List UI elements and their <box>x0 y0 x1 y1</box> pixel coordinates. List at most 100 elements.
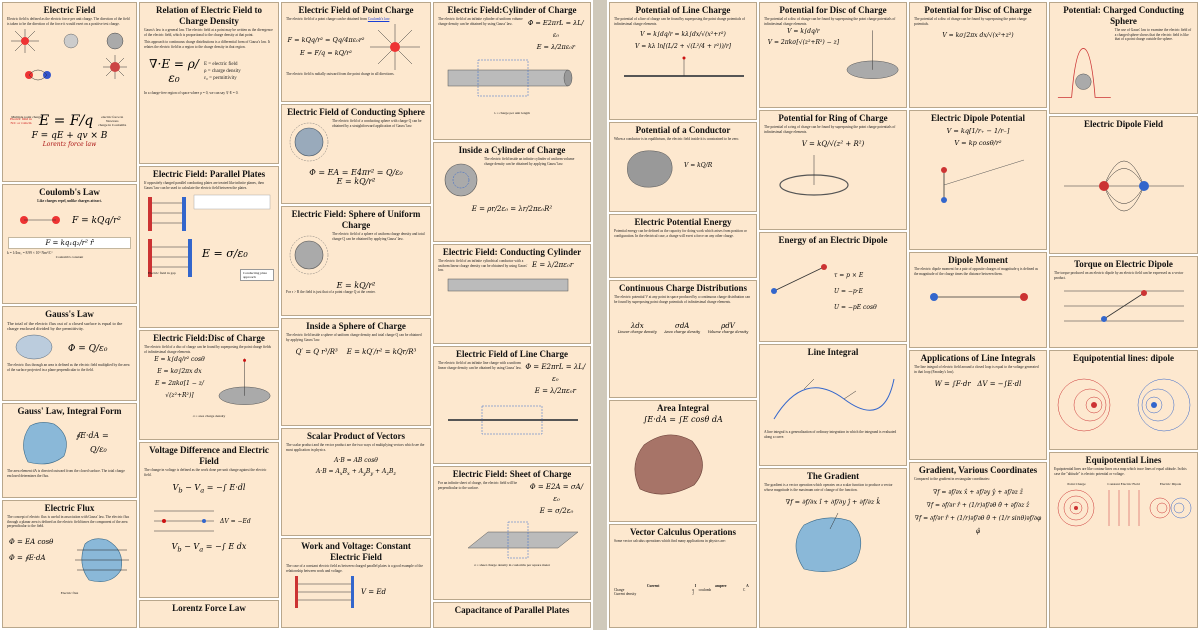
pot-line-eq: V = k∫dq/r = kλ∫dx/√(x²+r²)V = kλ ln[(L/… <box>634 31 732 51</box>
disc-zone-label: σ = area charge density <box>192 414 226 419</box>
panel-field-point[interactable]: Electric Field of Point Charge The elect… <box>281 2 431 102</box>
gauss-surface-diagram: Φ = Q/ε₀ <box>15 334 107 360</box>
panel-pot-line[interactable]: Potential of Line Charge The potential o… <box>609 2 757 120</box>
panel-pot-conductor[interactable]: Potential of a Conductor When a conducto… <box>609 122 757 212</box>
panel-gradient-coords[interactable]: Gradient, Various Coordinates Compared t… <box>909 462 1047 628</box>
sigma-eq: σdA <box>675 322 690 331</box>
flux-label: Electric flux <box>60 590 79 595</box>
pot-dipole-diagram <box>941 159 1025 203</box>
panel-field-conducting-cylinder[interactable]: Electric Field: Conducting Cylinder The … <box>433 244 591 344</box>
table-row: Charge q coulomb C <box>614 588 752 592</box>
panel-line-integral[interactable]: Line Integral A line integral is a gener… <box>759 344 907 466</box>
rho-label: Volume charge density <box>707 330 749 335</box>
lorentz-label: Lorentz force law <box>42 141 97 149</box>
table-cell: q <box>692 587 695 592</box>
panel-work-voltage[interactable]: Work and Voltage: Constant Electric Fiel… <box>281 538 431 628</box>
right-page[interactable]: Potential of Line Charge The potential o… <box>607 0 1200 630</box>
panel-title: Electric Field:Cylinder of Charge <box>447 5 577 15</box>
panel-title: Vector Calculus Operations <box>629 527 736 537</box>
line-integral-diagram <box>773 378 895 420</box>
svg-text:V = kQ/R: V = kQ/R <box>684 162 713 169</box>
conducting-sphere-diagram <box>289 122 329 162</box>
divergence-equation: ∇·E = ρ/ε₀ <box>149 57 199 86</box>
charge-field-diagram <box>11 29 127 81</box>
panel-gradient[interactable]: The Gradient The gradient is a vector op… <box>759 468 907 628</box>
panel-title: Coulomb's Law <box>39 187 100 197</box>
panel-apps-line-integrals[interactable]: Applications of Line Integrals The line … <box>909 350 1047 460</box>
panel-vector-calc[interactable]: Vector Calculus Operations Some vector c… <box>609 524 757 628</box>
panel-gauss-integral[interactable]: Gauss' Law, Integral Form ∮E·dA = Q/ε₀ T… <box>2 403 137 498</box>
panel-field-cylinder[interactable]: Electric Field:Cylinder of Charge The el… <box>433 2 591 140</box>
pot-line-diagram <box>624 56 744 78</box>
panel-title: Electric Field of Line Charge <box>456 349 568 359</box>
panel-title: Gradient, Various Coordinates <box>918 465 1038 475</box>
panel-pot-disc[interactable]: Potential for Disc of Charge The potenti… <box>759 2 907 108</box>
panel-field-line-charge[interactable]: Electric Field of Line Charge The electr… <box>433 346 591 464</box>
panel-coulombs-law[interactable]: Coulomb's Law Like charges repel, unlike… <box>2 184 137 304</box>
conducting-sphere-eq: Φ = EA = E4πr² = Q/ε₀ <box>309 168 403 177</box>
gradient-eq: ∇f = ∂f/∂x î + ∂f/∂y ĵ + ∂f/∂z k̂ <box>785 498 881 507</box>
panel-continuous[interactable]: Continuous Charge Distributions The elec… <box>609 280 757 398</box>
conducting-cylinder-eq: E = λ/2πε₀r <box>532 261 574 269</box>
panel-gauss-law[interactable]: Gauss's Law The total of the electric fl… <box>2 306 137 401</box>
dipole-moment-diagram <box>930 293 1028 302</box>
panel-lorentz[interactable]: Lorentz Force Law <box>139 600 279 628</box>
panel-title: Electric Dipole Field <box>1084 119 1163 129</box>
panel-title: Electric Field: Sheet of Charge <box>452 469 572 479</box>
voltage-integral: Vb − Va = −∫ E·dl <box>172 483 246 495</box>
panel-area-integral[interactable]: Area Integral ∫E·dA = ∫E cosθ dA <box>609 400 757 522</box>
left-page[interactable]: Electric Field Electric field is defined… <box>0 0 593 630</box>
panel-pot-conducting-sphere[interactable]: Potential: Charged Conducting Sphere The… <box>1049 2 1198 114</box>
panel-scalar-product[interactable]: Scalar Product of Vectors The scalar pro… <box>281 428 431 536</box>
uniform-sphere-diagram <box>289 235 329 275</box>
panel-dipole-moment[interactable]: Dipole Moment The electric dipole moment… <box>909 252 1047 348</box>
panel-energy-dipole[interactable]: Energy of an Electric Dipole τ = p × E U… <box>759 232 907 342</box>
gradient-diagram <box>795 513 862 573</box>
panel-pot-energy[interactable]: Electric Potential Energy Potential ener… <box>609 214 757 278</box>
panel-title: Potential: Charged Conducting Sphere <box>1063 5 1184 26</box>
torque-dipole-diagram <box>1064 290 1184 323</box>
table-cell <box>743 592 752 596</box>
pot-disc2-eq: V = kσ∫2πx dx/√(x²+z²) <box>942 32 1014 40</box>
pot-ring-eq: V = kQ/√(z² + R²) <box>801 140 865 149</box>
panel-title: Gauss's Law <box>45 309 94 319</box>
coulomb-subtitle: Like charges repel, unlike charges attra… <box>37 199 102 203</box>
svg-text:F = kQq/r²: F = kQq/r² <box>71 216 121 226</box>
panel-torque-dipole[interactable]: Torque on Electric Dipole The torque pro… <box>1049 256 1198 348</box>
panel-electric-flux[interactable]: Electric Flux The concept of electric fl… <box>2 500 137 628</box>
panel-pot-ring[interactable]: Potential for Ring of Charge The potenti… <box>759 110 907 230</box>
panel-field-parallel-plates[interactable]: Electric Field: Parallel Plates If oppos… <box>139 166 279 328</box>
panel-field-disc[interactable]: Electric Field:Disc of Charge The electr… <box>139 330 279 440</box>
panel-rel-field-charge-density[interactable]: Relation of Electric Field to Charge Den… <box>139 2 279 164</box>
gauss-text: The total of the electric flux out of a … <box>7 321 123 331</box>
panel-title: Potential of Line Charge <box>635 5 731 15</box>
panel-title: Electric Flux <box>44 503 95 513</box>
panel-capacitance-plates[interactable]: Capacitance of Parallel Plates <box>433 602 591 628</box>
panel-pot-disc2[interactable]: Potential for Disc of Charge The potenti… <box>909 2 1047 108</box>
panel-pot-dipole[interactable]: Electric Dipole Potential V = kq[1/r₊ − … <box>909 110 1047 250</box>
table-cell: coulomb <box>698 587 712 592</box>
svg-text:U = −p·E: U = −p·E <box>834 288 864 295</box>
coulomb-link[interactable]: Coulomb's law <box>367 17 390 21</box>
panel-equipotential-dipole[interactable]: Equipotential lines: dipole <box>1049 350 1198 450</box>
panel-field-uniform-sphere[interactable]: Electric Field: Sphere of Uniform Charge… <box>281 206 431 316</box>
panel-dipole-field[interactable]: Electric Dipole Field <box>1049 116 1198 254</box>
panel-field-conducting-sphere[interactable]: Electric Field of Conducting Sphere The … <box>281 104 431 204</box>
constant-field-label: Constant Electric Field <box>1107 482 1140 487</box>
panel-electric-field[interactable]: Electric Field Electric field is defined… <box>2 2 137 182</box>
disc-diagram <box>218 358 271 406</box>
panel-equipotential-lines[interactable]: Equipotential Lines Equipotential lines … <box>1049 452 1198 628</box>
panel-inside-cylinder[interactable]: Inside a Cylinder of Charge The electric… <box>433 142 591 242</box>
panel-field-sheet[interactable]: Electric Field: Sheet of Charge For an i… <box>433 466 591 600</box>
lorentz-equation: F = qE + qv × B <box>31 131 108 142</box>
table-cell: J <box>692 591 694 596</box>
rho-eq: ρdV <box>721 322 735 331</box>
panel-voltage-diff[interactable]: Voltage Difference and Electric Field Th… <box>139 442 279 598</box>
field-gap-label: Electric field in gap <box>148 271 176 275</box>
panel-inside-sphere[interactable]: Inside a Sphere of Charge The electric f… <box>281 318 431 426</box>
panel-title: Capacitance of Parallel Plates <box>454 605 570 615</box>
panel-title: Area Integral <box>656 403 710 413</box>
table-cell: Charge <box>614 587 625 592</box>
